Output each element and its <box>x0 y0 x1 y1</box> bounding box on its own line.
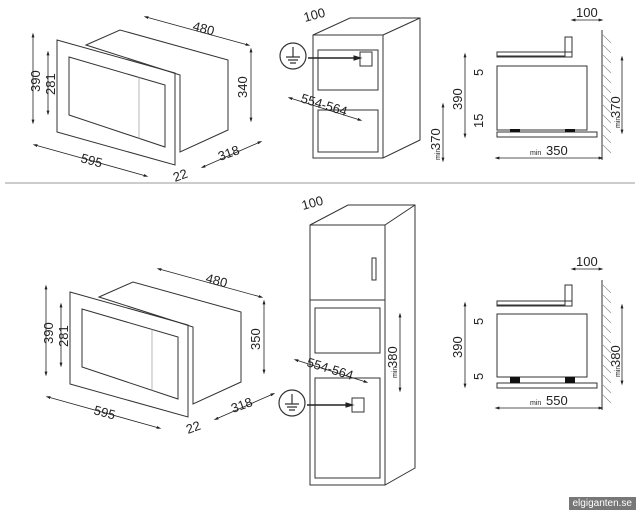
bottom-side-gap-label: 100 <box>576 254 598 269</box>
bottom-side-height-label: 390 <box>450 336 465 358</box>
bottom-frame-label: 22 <box>184 418 203 437</box>
top-cabinet-drawing: 100 554-564 370 min <box>279 5 445 163</box>
top-cabinet-height-prefix: min <box>435 149 442 160</box>
top-cabinet-gap-label: 100 <box>302 5 327 25</box>
bottom-side-niche-prefix: min <box>615 366 622 377</box>
bottom-side-depth-label: 550 <box>546 393 568 408</box>
top-frame-label: 22 <box>171 166 190 185</box>
top-side-gap-bottom-label: 15 <box>471 114 486 128</box>
bottom-height-outer-label: 390 <box>41 322 56 344</box>
bottom-cabinet-gap-label: 100 <box>300 193 325 213</box>
top-height-outer-label: 390 <box>28 70 43 92</box>
top-side-niche-prefix: min <box>615 117 622 128</box>
top-side-gap-label: 100 <box>576 5 598 20</box>
top-height-inner-label: 281 <box>43 73 58 95</box>
top-side-gap-top-label: 5 <box>471 69 486 76</box>
top-side-height-label: 390 <box>450 88 465 110</box>
top-side-depth-label: 350 <box>546 143 568 158</box>
bottom-side-niche-label: 380 <box>608 345 623 367</box>
bottom-side-depth-prefix: min <box>530 400 541 407</box>
bottom-body-depth-label: 318 <box>229 394 255 416</box>
watermark: elgiganten.se <box>568 497 636 510</box>
top-width-label: 595 <box>79 150 104 170</box>
bottom-depth-label: 480 <box>204 270 229 290</box>
top-side-view: 100 5 390 15 370 min min 350 <box>450 5 624 160</box>
top-side-depth-prefix: min <box>530 150 541 157</box>
top-height-body-label: 340 <box>235 76 250 98</box>
bottom-side-gap-bottom-label: 5 <box>471 373 486 380</box>
top-body-depth-label: 318 <box>216 142 242 164</box>
top-side-niche-label: 370 <box>608 96 623 118</box>
bottom-cabinet-width-label: 554-564 <box>305 355 355 383</box>
top-appliance-drawing: 480 390 281 340 595 22 318 <box>28 16 263 185</box>
bottom-height-inner-label: 281 <box>56 325 71 347</box>
bottom-width-label: 595 <box>92 402 117 422</box>
bottom-cabinet-height-label: 380 <box>385 346 400 368</box>
bottom-cabinet-drawing: 100 554-564 380 min <box>278 193 416 486</box>
bottom-side-gap-top-label: 5 <box>471 318 486 325</box>
top-depth-label: 480 <box>191 18 216 38</box>
bottom-appliance-drawing: 480 390 281 350 595 22 318 <box>41 268 276 437</box>
bottom-cabinet-height-prefix: min <box>392 367 399 378</box>
bottom-side-view: 100 5 390 5 380 min min 550 <box>450 254 624 410</box>
top-cabinet-height-label: 370 <box>428 128 443 150</box>
top-cabinet-width-label: 554-564 <box>299 91 349 119</box>
bottom-height-body-label: 350 <box>248 328 263 350</box>
